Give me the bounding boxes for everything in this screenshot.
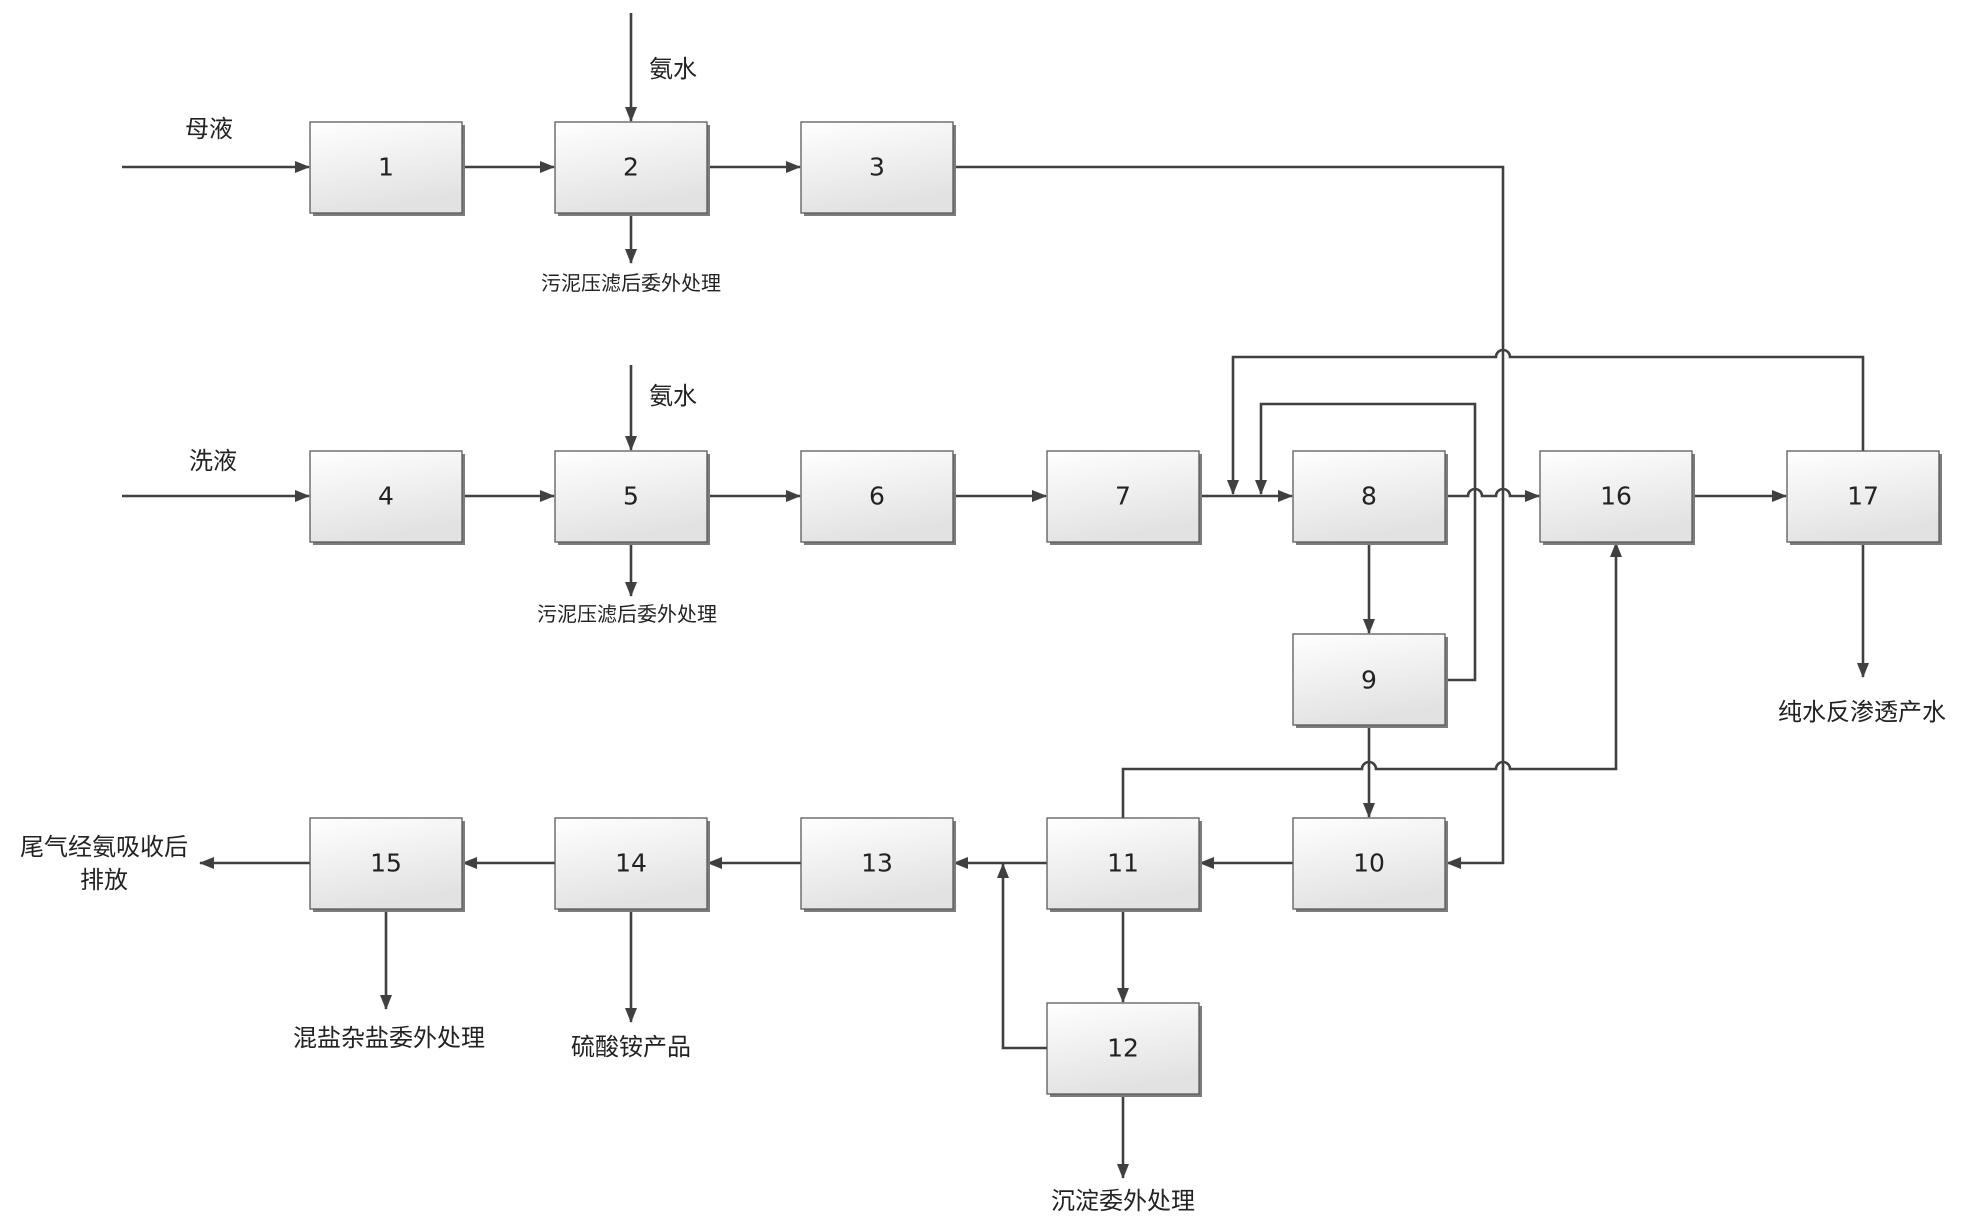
process-box-11: 11 [1046, 817, 1202, 912]
process-box-3: 3 [800, 121, 956, 216]
label-precipitate: 沉淀委外处理 [1051, 1187, 1195, 1215]
box-label: 6 [869, 482, 885, 511]
process-box-13: 13 [800, 817, 956, 912]
label-mixed-salt: 混盐杂盐委外处理 [293, 1024, 485, 1052]
arrow-9-feedback [1255, 402, 1477, 682]
box-label: 3 [869, 153, 885, 182]
box-label: 9 [1361, 666, 1377, 695]
box-label: 17 [1847, 482, 1879, 511]
label-sludge-1: 污泥压滤后委外处理 [541, 271, 721, 295]
box-label: 4 [378, 482, 394, 511]
process-box-5: 5 [554, 450, 710, 545]
arrow-17-feedback [1227, 348, 1865, 495]
box-label: 7 [1115, 482, 1131, 511]
label-tail-gas-line2: 排放 [80, 866, 128, 894]
flow-lines [122, 13, 1869, 1179]
label-tail-gas-line1: 尾气经氨吸收后 [20, 833, 188, 861]
process-box-4: 4 [309, 450, 465, 545]
process-box-1: 1 [309, 121, 465, 216]
process-box-12: 12 [1046, 1002, 1202, 1097]
process-box-17: 17 [1786, 450, 1942, 545]
process-box-8: 8 [1292, 450, 1448, 545]
label-wash-liquor: 洗液 [189, 447, 237, 475]
process-box-14: 14 [554, 817, 710, 912]
process-box-2: 2 [554, 121, 710, 216]
process-box-15: 15 [309, 817, 465, 912]
label-ammonium-sulfate: 硫酸铵产品 [571, 1033, 691, 1061]
arrow-11-to-16 [1121, 542, 1622, 818]
arrow-3-to-10 [953, 165, 1505, 869]
process-box-16: 16 [1539, 450, 1695, 545]
box-label: 1 [378, 153, 394, 182]
box-label: 13 [861, 849, 893, 878]
box-label: 10 [1353, 849, 1385, 878]
process-box-10: 10 [1292, 817, 1448, 912]
flow-labels: 母液 氨水 污泥压滤后委外处理 洗液 氨水 污泥压滤后委外处理 纯水反渗透产水 … [20, 55, 1946, 1215]
box-label: 11 [1107, 849, 1139, 878]
label-ammonia-1: 氨水 [649, 55, 697, 83]
arrow-12-feedback [997, 863, 1047, 1050]
arrow-8-to-16 [1446, 487, 1540, 502]
label-ammonia-2: 氨水 [649, 382, 697, 410]
box-label: 2 [623, 153, 639, 182]
label-pure-water: 纯水反渗透产水 [1778, 698, 1946, 726]
process-box-6: 6 [800, 450, 956, 545]
label-mother-liquor: 母液 [185, 115, 233, 143]
process-box-9: 9 [1292, 633, 1448, 728]
box-label: 14 [615, 849, 647, 878]
box-label: 16 [1600, 482, 1632, 511]
box-label: 12 [1107, 1034, 1139, 1063]
box-label: 5 [623, 482, 639, 511]
box-label: 8 [1361, 482, 1377, 511]
label-sludge-2: 污泥压滤后委外处理 [537, 602, 717, 626]
box-label: 15 [370, 849, 402, 878]
process-box-7: 7 [1046, 450, 1202, 545]
